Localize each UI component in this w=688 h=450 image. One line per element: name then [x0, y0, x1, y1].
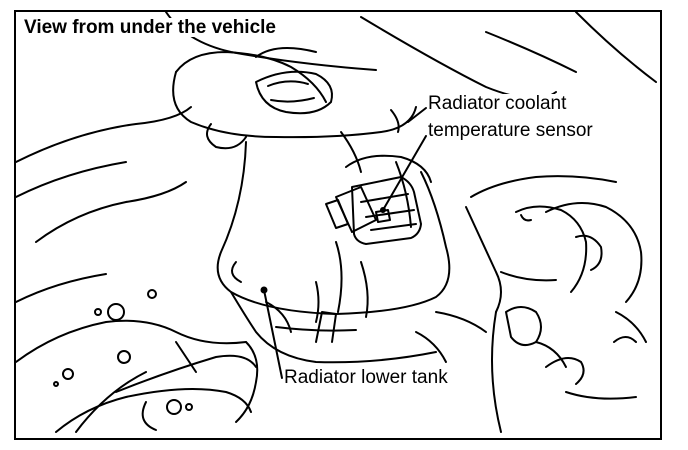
lower-crossmember [16, 289, 487, 433]
sensor-callout-line1: Radiator coolant [428, 93, 567, 114]
tank-callout: Radiator lower tank [284, 367, 448, 388]
view-title: View from under the vehicle [22, 17, 279, 38]
right-side-components [465, 175, 647, 433]
diagram-figure: View from under the vehicle Radiator coo… [14, 10, 662, 440]
sensor-callout-line2: temperature sensor [428, 120, 593, 141]
sensor-connector [325, 176, 422, 245]
upper-mount [172, 51, 417, 173]
leader-lines [260, 107, 427, 379]
